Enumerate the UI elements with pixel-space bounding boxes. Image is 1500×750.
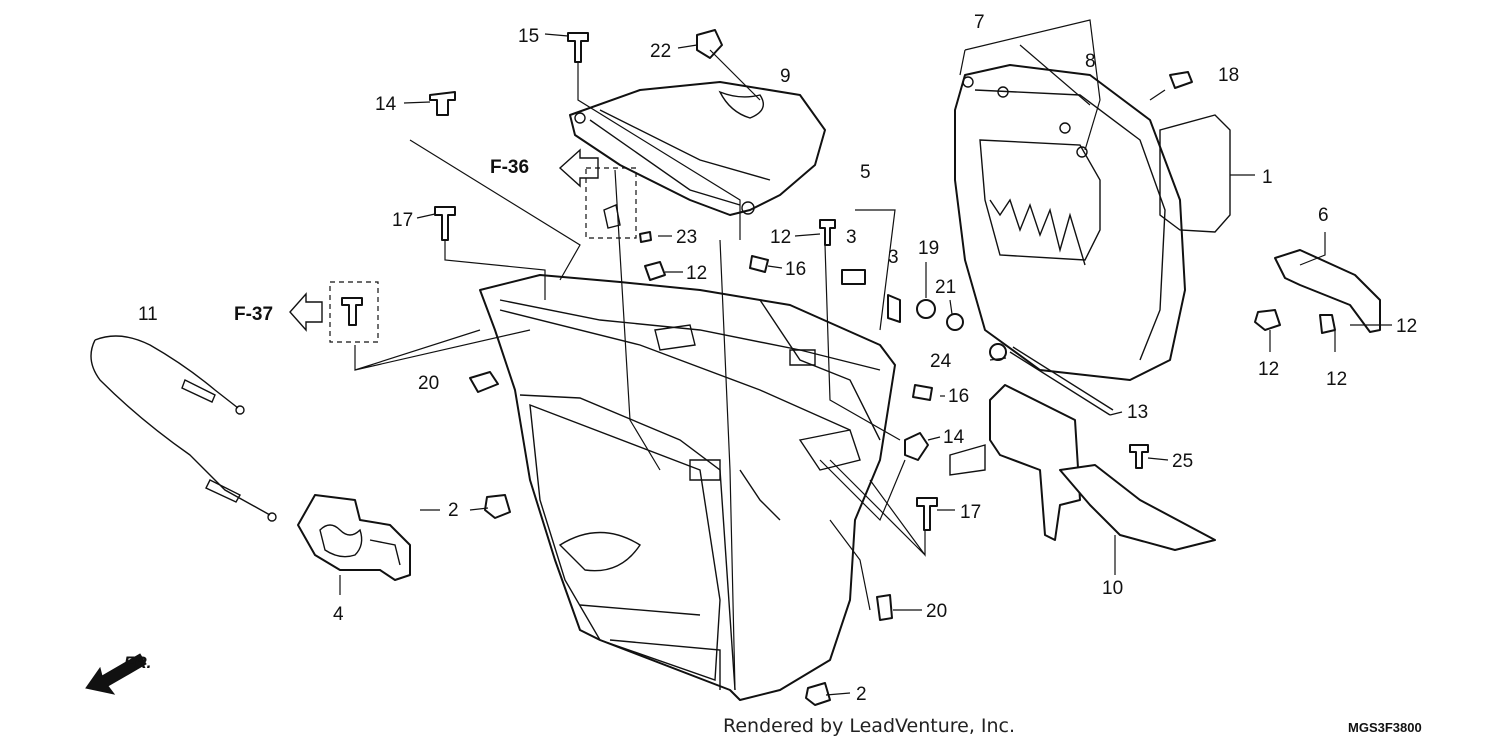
diagram-code: MGS3F3800 [1348, 720, 1422, 735]
f37-arrow-icon [289, 292, 323, 332]
callout-2: 2 [856, 684, 867, 705]
callout-3: 3 [846, 227, 857, 248]
ref-f36: F-36 [490, 157, 529, 178]
callout-20: 20 [418, 373, 439, 394]
callout-12: 12 [1396, 316, 1417, 337]
credit-text: Rendered by LeadVenture, Inc. [723, 715, 1015, 737]
callout-labels: 1 2 2 3 3 4 5 6 7 8 9 10 11 12 12 12 12 … [138, 12, 1417, 705]
callout-8: 8 [1085, 51, 1096, 72]
callout-11: 11 [138, 304, 158, 325]
front-direction-arrow-icon [85, 653, 147, 695]
callout-7: 7 [974, 12, 985, 33]
callout-17: 17 [392, 210, 413, 231]
callout-6: 6 [1318, 205, 1329, 226]
callout-12: 12 [1326, 369, 1347, 390]
callout-23: 23 [676, 227, 697, 248]
callout-2: 2 [448, 500, 459, 521]
callout-9: 9 [780, 66, 791, 87]
direction-label: FR. [124, 653, 151, 672]
gasket-1 [1159, 114, 1231, 233]
callout-14: 14 [943, 427, 965, 448]
callout-16: 16 [785, 259, 806, 280]
callout-15: 15 [518, 26, 539, 47]
callout-4: 4 [333, 604, 344, 625]
inset-f36-box [585, 167, 637, 239]
callout-1: 1 [1262, 167, 1273, 188]
callout-10: 10 [1102, 578, 1123, 599]
callout-22: 22 [650, 41, 671, 62]
label-ticks [403, 33, 1169, 696]
callout-25: 25 [1172, 451, 1193, 472]
fasteners [341, 29, 1381, 706]
cover-9 [569, 81, 826, 216]
callout-19: 19 [918, 238, 939, 259]
callout-18: 18 [1218, 65, 1239, 86]
callout-13: 13 [1127, 402, 1148, 423]
callout-16: 16 [948, 386, 969, 407]
callout-12: 12 [1258, 359, 1279, 380]
callout-20: 20 [926, 601, 947, 622]
callout-14: 14 [375, 94, 397, 115]
latch-4 [297, 494, 411, 581]
callout-21: 21 [935, 277, 956, 298]
lid-7-8 [954, 64, 1186, 381]
leader-lines [339, 19, 1392, 691]
f36-arrow-icon [558, 148, 599, 188]
callout-12: 12 [686, 263, 707, 284]
callout-17: 17 [960, 502, 981, 523]
callout-24: 24 [930, 351, 952, 372]
callout-3: 3 [888, 247, 899, 268]
callout-12: 12 [770, 227, 791, 248]
callout-5: 5 [860, 162, 871, 183]
ref-f37: F-37 [234, 304, 273, 325]
bracket-10 [949, 384, 1216, 551]
cable-11 [90, 335, 277, 522]
luggage-box-body [479, 274, 896, 701]
